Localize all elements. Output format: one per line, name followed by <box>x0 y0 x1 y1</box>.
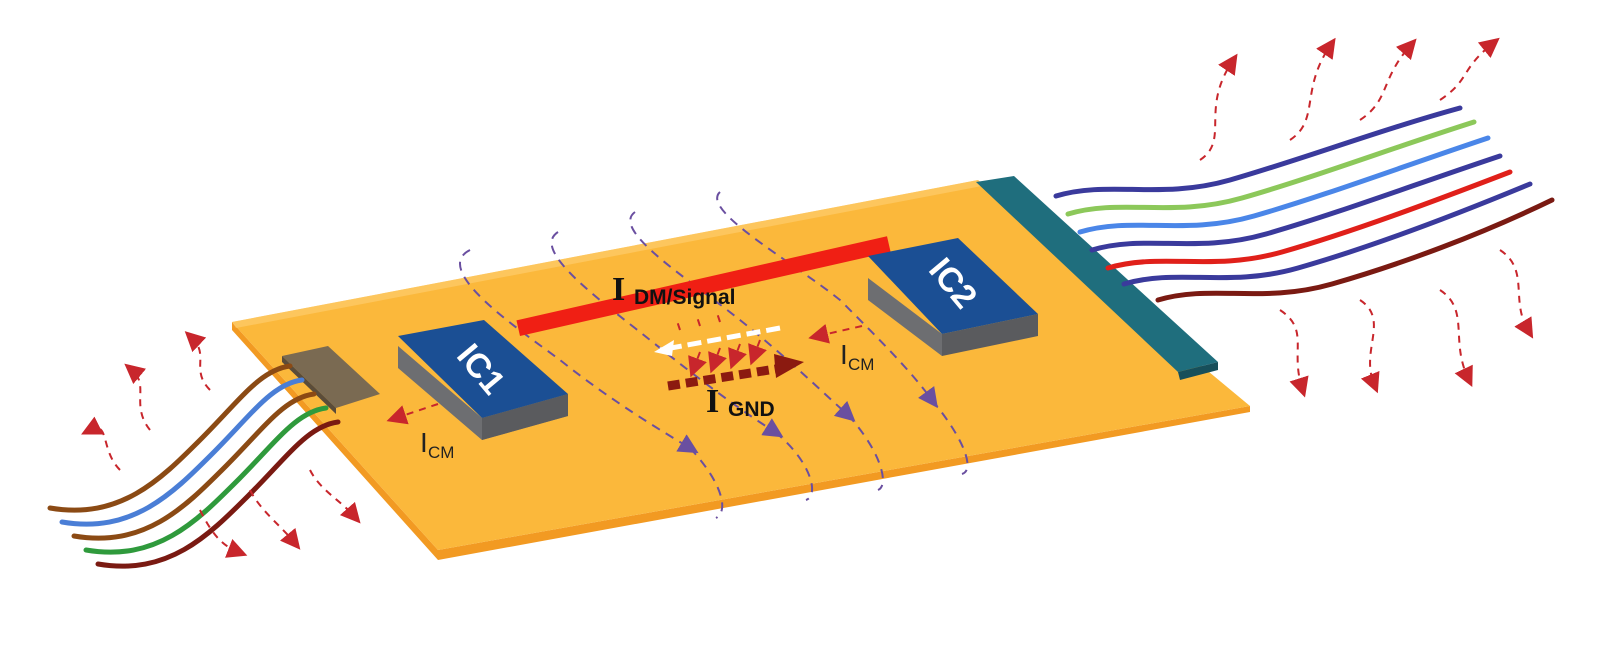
label-i-dm-main: I <box>612 271 625 308</box>
connector-right <box>976 176 1218 380</box>
ic1-top <box>398 320 568 418</box>
field-loop-3 <box>629 211 856 422</box>
ic1-chip: IC1 <box>398 320 568 440</box>
radiation-arrows-right <box>1199 37 1534 398</box>
near-field-arrows <box>675 309 767 378</box>
label-i-cm-right: I CM <box>840 339 874 374</box>
cable-right-wire-5 <box>1105 169 1513 271</box>
cable-right-wire-7 <box>1155 197 1555 303</box>
ground-current-arrowhead <box>774 354 804 378</box>
cable-left <box>47 363 341 569</box>
field-loop-4 <box>716 191 938 409</box>
signal-current-arrow <box>659 325 781 353</box>
field-loop-1 <box>459 249 699 454</box>
label-i-dm-sub: DM/Signal <box>634 286 736 309</box>
cable-right-wire-2 <box>1065 119 1477 217</box>
cable-right-wire-1 <box>1053 105 1463 199</box>
cable-left-wire-2 <box>59 377 305 527</box>
signal-trace <box>516 236 891 336</box>
field-loop-4b <box>931 399 969 475</box>
ic2-top <box>868 238 1038 334</box>
field-lines <box>459 191 969 519</box>
signal-current-arrowhead <box>654 340 674 356</box>
field-loop-3b <box>847 414 884 491</box>
radiation-arrows-left <box>81 331 361 558</box>
ic2-front <box>942 314 1038 356</box>
label-i-dm-signal: I DM/Signal <box>612 271 736 309</box>
cable-right-wire-4 <box>1089 153 1503 253</box>
label-i-gnd: I GND <box>706 383 775 421</box>
field-loop-2b <box>774 431 814 501</box>
label-i-gnd-sub: GND <box>728 398 775 421</box>
label-i-cm-left-main: I <box>420 427 428 458</box>
cable-right-wire-6 <box>1121 181 1533 287</box>
label-i-gnd-main: I <box>706 383 719 420</box>
ic1-front <box>482 394 568 440</box>
ic2-side <box>868 278 942 356</box>
label-i-cm-right-main: I <box>840 339 848 370</box>
cable-left-wire-3 <box>71 391 317 541</box>
cable-left-wire-4 <box>83 405 329 555</box>
pcb-back-edge-highlight <box>232 180 982 328</box>
connector-left <box>282 346 380 414</box>
label-i-cm-left: I CM <box>420 427 454 462</box>
label-i-cm-left-sub: CM <box>428 443 454 462</box>
field-loop-1b <box>689 447 724 519</box>
cable-right <box>1053 105 1555 303</box>
cable-left-wire-5 <box>95 419 341 569</box>
ic2-chip: IC2 <box>868 238 1038 356</box>
label-i-cm-right-sub: CM <box>848 355 874 374</box>
ground-current-arrow <box>667 363 783 391</box>
cable-left-wire-1 <box>47 363 293 513</box>
cable-right-wire-3 <box>1077 135 1491 235</box>
